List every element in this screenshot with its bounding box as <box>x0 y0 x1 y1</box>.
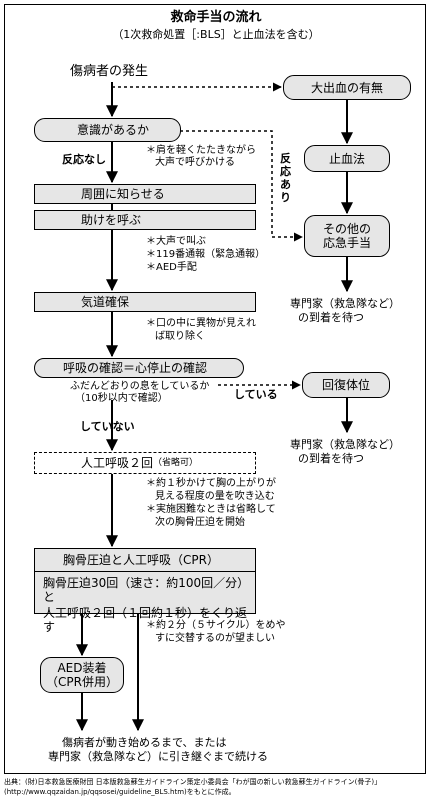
note-wait-a-1: 専門家（救急隊など） <box>290 297 400 310</box>
node-rescue-breath: 人工呼吸２回 （省略可） <box>34 452 256 474</box>
label-response-4: り <box>280 191 291 204</box>
dashed-arrow-response-to-other <box>180 130 303 242</box>
node-rescue-breath-label: 人工呼吸２回 <box>81 456 154 470</box>
note-cycle-2: すに交替するのが望ましい <box>155 633 275 644</box>
node-aed-line1: AED装着 <box>57 661 107 675</box>
node-bleeding: 大出血の有無 <box>283 75 411 100</box>
node-recovery-label: 回復体位 <box>321 378 370 392</box>
note-call-3: ＊AED手配 <box>146 262 197 273</box>
label-no-response: 反応なし <box>62 153 106 166</box>
node-breathing-label: 呼吸の確認＝心停止の確認 <box>63 361 208 375</box>
note-tap-1: ＊肩を軽くたたきながら <box>146 145 256 156</box>
note-rb-3: ＊実施困難なときは省略して <box>146 504 276 515</box>
note-wait-a-2: の到着を待つ <box>298 311 364 324</box>
source-line-1: 出典：(財)日本救急医療財団 日本版救急蘇生ガイドライン策定小委員会「わが国の新… <box>4 778 382 786</box>
node-breathing: 呼吸の確認＝心停止の確認 <box>34 358 244 378</box>
diagram-title: 救命手当の流れ <box>170 10 262 25</box>
label-breathing-yes: している <box>234 388 278 401</box>
note-end-2: 専門家（救急隊など）に引き継ぐまで続ける <box>48 750 268 763</box>
label-breathing-no: していない <box>80 420 135 433</box>
note-rb-2: 見える程度の量を吹き込む <box>155 491 275 502</box>
node-bleeding-label: 大出血の有無 <box>310 80 383 95</box>
note-call-1: ＊大声で叫ぶ <box>146 236 206 247</box>
node-aed-line2: （CPR併用） <box>46 675 118 689</box>
label-response-2: 応 <box>280 165 291 178</box>
node-aed: AED装着 （CPR併用） <box>40 657 124 693</box>
node-recovery: 回復体位 <box>302 372 390 398</box>
node-start: 傷病者の発生 <box>70 64 149 79</box>
diagram-subtitle: （1次救命処置［:BLS］と止血法を含む） <box>112 28 320 41</box>
node-conscious-label: 意識があるか <box>77 123 150 137</box>
node-airway: 気道確保 <box>34 292 256 312</box>
node-conscious: 意識があるか <box>34 118 181 142</box>
label-normal-breath-1: ふだんどおりの息をしているか <box>70 381 210 392</box>
node-other: その他の 応急手当 <box>304 215 390 257</box>
note-wait-b-1: 専門家（救急隊など） <box>290 438 400 451</box>
note-end-1: 傷病者が動き始めるまで、または <box>62 736 227 749</box>
label-response-3: あ <box>280 178 291 191</box>
diagram-frame <box>4 4 426 774</box>
node-cpr-line2: 人工呼吸２回（１回約１秒）をくり返す <box>43 606 248 634</box>
note-airway-1: ＊口の中に異物が見えれ <box>146 318 256 329</box>
node-other-line2: 応急手当 <box>322 236 371 250</box>
node-hemostasis: 止血法 <box>304 145 390 172</box>
node-cpr-heading: 胸骨圧迫と人工呼吸（CPR） <box>35 549 255 572</box>
note-call-2: ＊119番通報（緊急通報） <box>146 249 266 260</box>
note-rb-1: ＊約１秒かけて胸の上がりが <box>146 478 276 489</box>
note-wait-b-2: の到着を待つ <box>298 452 364 465</box>
note-tap-2: 大声で呼びかける <box>155 157 235 168</box>
label-response-1: 反 <box>280 152 291 165</box>
note-rb-4: 次の胸骨圧迫を開始 <box>155 517 245 528</box>
node-hemostasis-label: 止血法 <box>328 151 365 166</box>
node-cpr-line1: 胸骨圧迫30回（速さ：約100回／分）と <box>43 576 250 604</box>
label-normal-breath-2: （10秒以内で確認） <box>75 393 168 404</box>
node-call: 助けを呼ぶ <box>34 210 256 230</box>
node-notify: 周囲に知らせる <box>34 184 256 204</box>
node-other-line1: その他の <box>322 222 371 236</box>
node-call-label: 助けを呼ぶ <box>81 213 142 227</box>
note-airway-2: ば取り除く <box>155 331 205 342</box>
node-notify-label: 周囲に知らせる <box>81 187 165 201</box>
node-rescue-breath-optional: （省略可） <box>153 458 199 468</box>
node-airway-label: 気道確保 <box>81 295 130 309</box>
node-cpr: 胸骨圧迫と人工呼吸（CPR） 胸骨圧迫30回（速さ：約100回／分）と 人工呼吸… <box>34 548 256 634</box>
source-line-2: (http://www.qqzaidan.jp/qqsosei/guidelin… <box>4 788 236 796</box>
note-cycle-1: ＊約２分（５サイクル）をめや <box>146 620 286 631</box>
